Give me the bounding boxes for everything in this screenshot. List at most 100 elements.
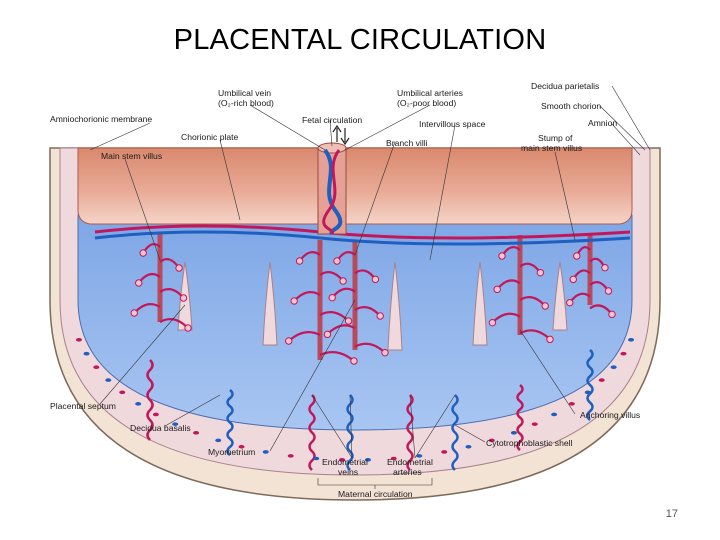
decidua-vessel-mark [568, 402, 575, 406]
villus-tip [350, 357, 358, 365]
decidua-vessel-mark [598, 378, 605, 382]
decidua-vessel-mark [531, 422, 538, 426]
villus-tip [333, 257, 341, 265]
villus-tip [498, 252, 506, 260]
villus-tip [339, 277, 347, 285]
label-endometrial-veins: Endometrial [322, 457, 368, 467]
label-umbilical-arteries-note: (O₂-poor blood) [397, 98, 456, 108]
label-chorionic-plate: Chorionic plate [181, 132, 239, 142]
villus-tip [135, 279, 143, 287]
label-endometrial-arteries: Endometrial [387, 457, 433, 467]
villus-tip [608, 310, 616, 319]
villus-tip [488, 318, 497, 327]
decidua-vessel-mark [215, 438, 222, 443]
decidua-vessel-mark [610, 365, 617, 369]
decidua-vessel-mark [510, 431, 517, 435]
villus-tip [175, 264, 183, 272]
umbilical-cord [317, 124, 350, 236]
label-branch-villi: Branch villi [386, 138, 428, 148]
label-myometrium: Myometrium [208, 447, 255, 457]
label-umbilical-arteries: Umbilical arteries [397, 88, 463, 98]
villus-tip [604, 287, 613, 295]
label-intervillous-space: Intervillous space [419, 119, 486, 129]
decidua-vessel-mark [119, 390, 126, 395]
decidua-vessel-mark [83, 351, 90, 356]
decidua-vessel-mark [551, 412, 558, 417]
villus-tip [536, 268, 545, 277]
decidua-vessel-mark [75, 337, 82, 342]
decidua-vessel-mark [313, 456, 320, 461]
villus-tip [285, 337, 293, 345]
villus-tip [290, 297, 298, 305]
villus-tip [139, 249, 147, 257]
decidua-vessel-mark [339, 458, 346, 462]
chorionic-plate-region [77, 147, 633, 225]
decidua-vessel-mark [628, 337, 635, 342]
villus-tip [295, 257, 304, 265]
decidua-vessel-mark [135, 402, 142, 406]
decidua-vessel-mark [93, 365, 100, 369]
label-amniochorionic-membrane: Amniochorionic membrane [50, 114, 152, 124]
fetal-circulation-arrow-down [340, 128, 350, 146]
label-amnion: Amnion [588, 118, 617, 128]
decidua-vessel-mark [172, 422, 179, 426]
decidua-vessel-mark [262, 450, 269, 454]
label-smooth-chorion: Smooth chorion [541, 101, 601, 111]
placental-septum [552, 261, 568, 331]
decidua-vessel-mark [584, 390, 591, 395]
villus-tip [344, 317, 353, 325]
endometrial-vein [586, 349, 594, 421]
villus-tip [569, 275, 577, 284]
endometrial-artery [516, 384, 524, 451]
endometrial-vein [226, 389, 234, 456]
placental-septum [472, 261, 488, 346]
decidua-vessel-mark [287, 454, 294, 458]
decidua-vessel-mark [364, 458, 371, 462]
placental-septum [387, 261, 403, 351]
label-umbilical-vein-note: (O₂-rich blood) [218, 98, 274, 108]
villus-tip [130, 309, 138, 317]
label-umbilical-vein: Umbilical vein [218, 88, 271, 98]
label-stump-main-stem-villus-2: main stem villus [521, 143, 582, 153]
villus-tip [376, 312, 384, 320]
label-stump-main-stem-villus: Stump of [538, 133, 573, 143]
decidua-vessel-mark [488, 438, 495, 443]
label-anchoring-villus: Anchoring villus [580, 410, 640, 420]
label-main-stem-villus: Main stem villus [101, 151, 162, 161]
label-maternal-circulation: Maternal circulation [338, 489, 413, 499]
label-fetal-circulation: Fetal circulation [302, 115, 362, 125]
villus-tip [541, 302, 549, 310]
decidua-vessel-mark [105, 378, 112, 382]
label-endometrial-veins-2: veins [338, 467, 358, 477]
villus-trees [130, 232, 616, 365]
villus-tip [371, 275, 380, 284]
villus-tip [381, 348, 389, 357]
villus-tip [179, 294, 188, 302]
villus-tip [493, 285, 501, 294]
decidua-vessel-mark [152, 412, 159, 417]
decidua-vessel-marks [75, 337, 635, 462]
villus-tip [573, 252, 581, 260]
label-leaders [89, 85, 651, 489]
placental-septum [262, 261, 278, 346]
decidua-vessel-mark [238, 444, 245, 449]
villus-tip [323, 330, 332, 339]
slide-title: PLACENTAL CIRCULATION [173, 24, 547, 56]
decidua-vessel-mark [416, 454, 423, 458]
villus-tip [184, 324, 192, 332]
decidua-vessel-mark [620, 351, 627, 356]
endometrial-artery [406, 394, 414, 471]
diagram-labels: Umbilical vein (O₂-rich blood) Umbilical… [50, 81, 640, 499]
label-endometrial-arteries-2: arteries [393, 467, 422, 477]
label-decidua-parietalis: Decidua parietalis [531, 81, 599, 91]
decidua-vessel-mark [441, 450, 448, 454]
label-cytotrophoblastic-shell: Cytotrophoblastic shell [486, 438, 573, 448]
villus-tip [546, 335, 554, 344]
endometrial-artery [146, 359, 154, 441]
decidua-vessel-mark [465, 444, 472, 449]
label-placental-septum: Placental septum [50, 401, 116, 411]
fetal-circulation-arrow-up [332, 124, 342, 142]
page-number: 17 [665, 508, 678, 520]
decidua-vessel-mark [193, 431, 200, 435]
